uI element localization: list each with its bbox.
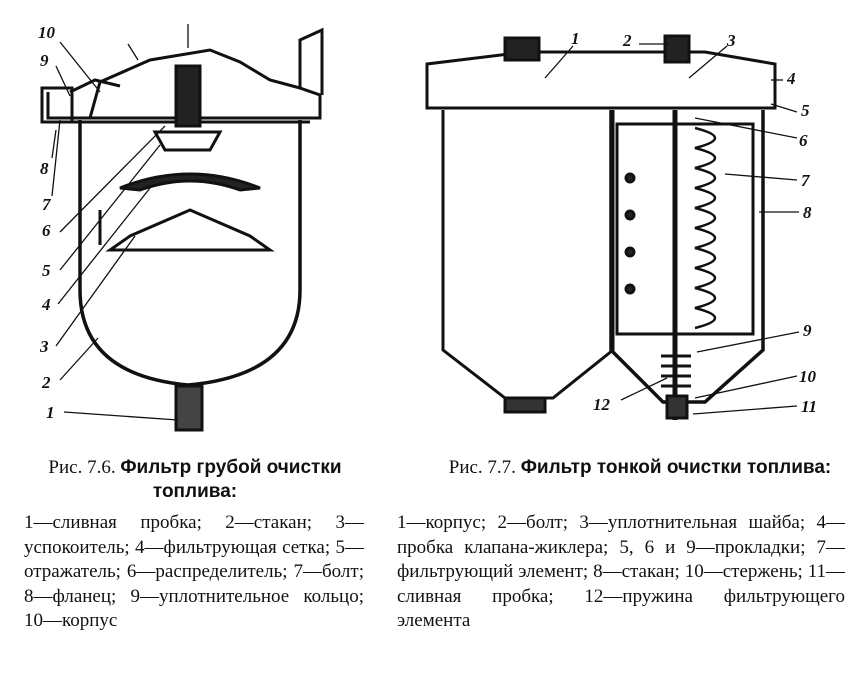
callout-10: 10: [799, 367, 817, 386]
callout-4: 4: [41, 295, 51, 314]
callout-8: 8: [40, 159, 49, 178]
callout-1: 1: [46, 403, 55, 422]
callout-8: 8: [803, 203, 812, 222]
figure-7-7-number: Рис. 7.7.: [448, 457, 516, 478]
callout-9: 9: [40, 51, 49, 70]
callout-6: 6: [799, 131, 808, 150]
callout-6: 6: [42, 221, 51, 240]
figure-7-7-title: Фильтр тонкой очистки топлива:: [520, 457, 832, 478]
callout-7: 7: [801, 171, 811, 190]
figure-7-7-legend: 1—корпус; 2—болт; 3—уплотнительная шайба…: [397, 512, 845, 631]
callout-3: 3: [39, 337, 49, 356]
callout-5: 5: [42, 261, 51, 280]
callout-9: 9: [803, 321, 812, 340]
figure-7-7-caption: Рис. 7.7. Фильтр тонкой очистки топлива:: [440, 456, 840, 480]
figure-7-6-title: Фильтр грубой очистки топлива:: [120, 457, 342, 502]
callout-3: 3: [726, 31, 736, 50]
callout-11: 11: [801, 397, 817, 416]
figure-7-6-number: Рис. 7.6.: [48, 457, 116, 478]
callout-12: 12: [593, 395, 611, 414]
callout-5: 5: [801, 101, 810, 120]
callout-1: 1: [571, 29, 580, 48]
callout-7: 7: [42, 195, 52, 214]
callout-2: 2: [622, 31, 632, 50]
callout-2: 2: [41, 373, 51, 392]
coarse-filter-drawing: 10 9 8 7 6 5 4 3 2 1: [38, 23, 324, 432]
fine-filter-drawing: 1 2 3 4 5 6 7 8 9 10 11 12: [425, 29, 817, 420]
figure-7-6-legend: 1—сливная пробка; 2—стакан; 3—успокоител…: [24, 512, 364, 631]
callout-4: 4: [786, 69, 796, 88]
figure-7-6-caption: Рис. 7.6. Фильтр грубой очистки топлива:: [30, 456, 360, 504]
callout-10: 10: [38, 23, 56, 42]
